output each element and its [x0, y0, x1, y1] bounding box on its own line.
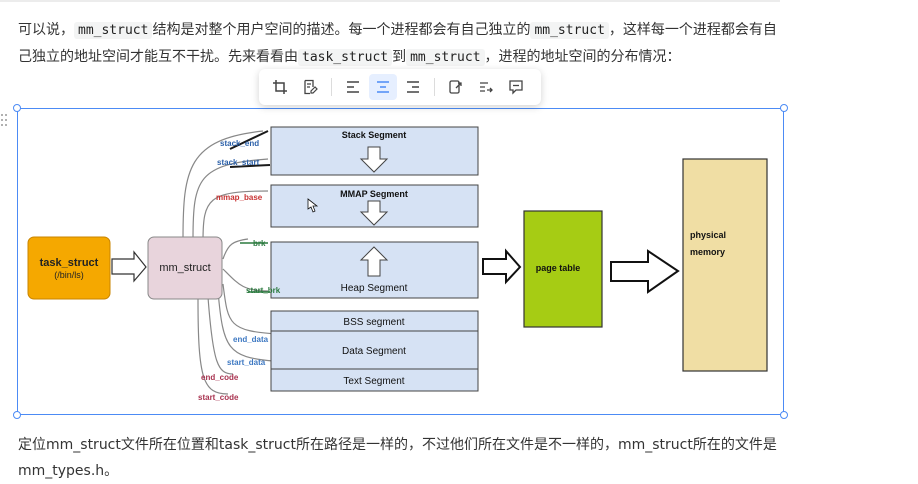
mm-struct-box [147, 236, 223, 300]
stack-segment-label: Stack Segment [342, 130, 407, 140]
align-right-icon [407, 81, 419, 93]
arrow-to-page-table-icon [482, 248, 522, 285]
link-button[interactable] [442, 74, 470, 100]
inline-code: mm_struct [74, 22, 153, 39]
stack-grow-down-icon [359, 146, 389, 173]
link-icon [449, 80, 462, 94]
task-struct-label: task_struct [40, 257, 99, 269]
text-run: 到 [392, 49, 407, 65]
label-mmap-base: mmap_base [216, 193, 263, 202]
connector-lines [182, 130, 279, 395]
brk-ticks [240, 242, 270, 293]
label-start-data: start_data [227, 358, 266, 367]
text-segment-label: Text Segment [343, 376, 404, 387]
page-table-label: page table [536, 263, 581, 273]
top-divider [0, 0, 780, 2]
page-table-box [523, 210, 603, 328]
align-right-button[interactable] [399, 74, 427, 100]
align-left-button[interactable] [339, 74, 367, 100]
text-segment [270, 368, 479, 392]
label-stack-start: stack_start [217, 158, 260, 167]
edit-note-icon [304, 79, 318, 95]
move-icon [480, 82, 493, 93]
toolbar-separator [331, 78, 332, 96]
label-start-code: start_code [198, 393, 239, 402]
text-run: ，进程的地址空间的分布情况： [484, 49, 681, 65]
physical-memory-box [682, 158, 768, 372]
block-drag-handle-icon[interactable] [0, 112, 8, 126]
move-button[interactable] [472, 74, 500, 100]
data-segment-label: Data Segment [342, 346, 406, 357]
heap-segment-label: Heap Segment [341, 283, 408, 294]
memory-layout-diagram: task_struct (/bin/ls) mm_struct Stack Se… [27, 126, 768, 402]
crop-icon [273, 80, 287, 94]
align-center-button[interactable] [369, 74, 397, 100]
inline-code: mm_struct [530, 22, 609, 39]
text-run: 结构是对整个用户空间的描述。每一个进程都会有自己独立的 [152, 22, 531, 38]
image-toolbar [259, 69, 541, 105]
label-end-code: end_code [201, 373, 239, 382]
task-struct-sublabel: (/bin/ls) [54, 270, 84, 280]
inline-code: mm_struct [406, 49, 485, 66]
resize-handle-bottom-left[interactable] [13, 411, 21, 419]
bss-segment-label: BSS segment [343, 317, 404, 328]
inline-code: task_struct [298, 49, 393, 66]
arrow-to-physical-memory-icon [610, 249, 680, 294]
label-stack-end: stack_end [220, 139, 259, 148]
heap-grow-up-icon [359, 246, 389, 277]
comment-button[interactable] [502, 74, 530, 100]
label-brk: brk [253, 239, 266, 248]
resize-handle-top-right[interactable] [780, 104, 788, 112]
label-start-brk: start_brk [246, 286, 281, 295]
mm-struct-label: mm_struct [159, 262, 210, 274]
image-block[interactable]: task_struct (/bin/ls) mm_struct Stack Se… [13, 104, 788, 419]
text-run: ，这样每一个进程都会有自己独立的地址空间才能互不干扰。先来看看由 [18, 22, 777, 65]
paragraph-location: 定位mm_struct文件所在位置和task_struct所在路径是一样的，不过… [18, 437, 777, 479]
task-struct-box [27, 236, 111, 300]
physical-memory-label-2: memory [690, 247, 725, 257]
text-run: 可以说， [18, 22, 74, 38]
resize-handle-bottom-right[interactable] [780, 411, 788, 419]
mmap-grow-down-icon [359, 200, 389, 226]
align-left-icon [347, 81, 359, 93]
align-center-icon [377, 81, 389, 93]
toolbar-separator [434, 78, 435, 96]
arrow-task-to-mm-icon [111, 250, 147, 283]
data-segment [270, 330, 479, 370]
label-end-data: end_data [233, 335, 269, 344]
edit-note-button[interactable] [296, 74, 324, 100]
comment-icon [509, 80, 523, 95]
crop-button[interactable] [266, 74, 294, 100]
resize-handle-top-left[interactable] [13, 104, 21, 112]
physical-memory-label-1: physical [690, 230, 726, 240]
mouse-cursor-icon [307, 198, 319, 213]
pointer-ticks [229, 130, 271, 168]
mmap-segment-label: MMAP Segment [340, 189, 408, 199]
